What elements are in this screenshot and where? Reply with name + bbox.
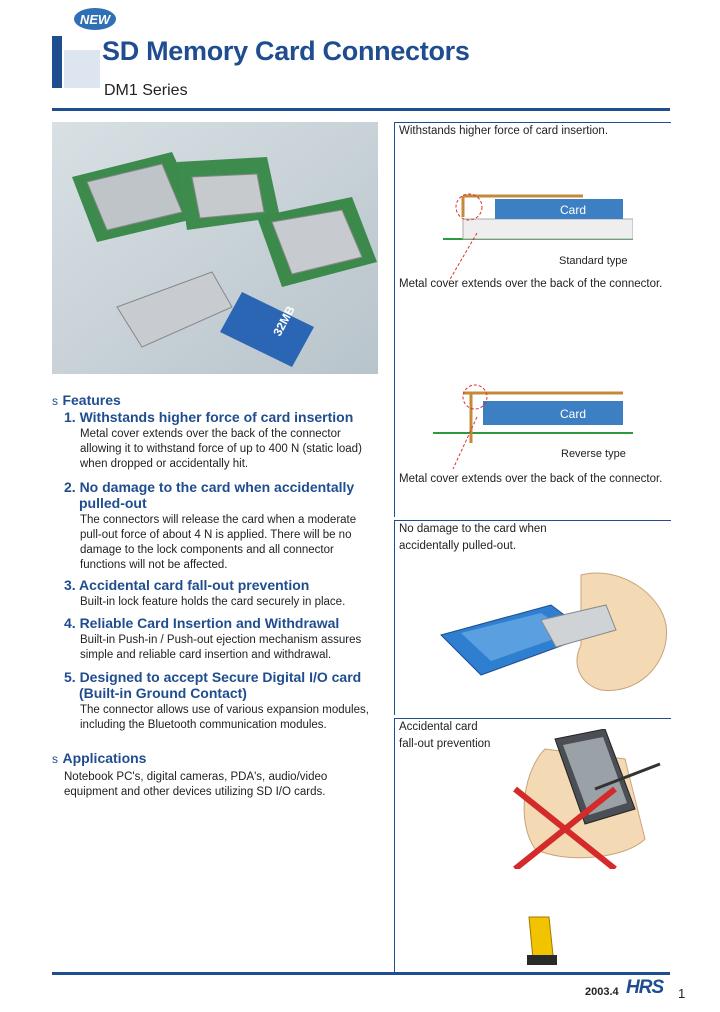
feature-title-cont: pulled-out	[79, 495, 147, 511]
features-heading-text: Features	[62, 392, 121, 408]
metal-cover-caption: Metal cover extends over the back of the…	[399, 473, 663, 485]
feature-body-line: Built-in lock feature holds the card sec…	[80, 596, 346, 608]
feature-body-line: Metal cover extends over the back of the…	[80, 428, 341, 440]
feature-4: 4. Reliable Card Insertion and Withdrawa…	[64, 615, 384, 663]
feature-body-line: damage to the lock components and all co…	[80, 544, 334, 556]
feature-title: 3. Accidental card fall-out prevention	[64, 577, 310, 593]
metal-cover-caption: Metal cover extends over the back of the…	[399, 278, 663, 290]
new-badge-text: NEW	[80, 12, 112, 27]
feature-title: 4. Reliable Card Insertion and Withdrawa…	[64, 615, 340, 631]
standard-type-label: Standard type	[559, 255, 628, 267]
footer-rule	[52, 972, 670, 975]
feature-body-line: when dropped or accidentally hit.	[80, 458, 249, 470]
standard-type-diagram: Card	[443, 193, 633, 240]
feature-title: 1. Withstands higher force of card inser…	[64, 409, 354, 425]
new-badge: NEW	[72, 6, 118, 32]
features-heading: s Features	[52, 392, 121, 410]
applications-line: Notebook PC's, digital cameras, PDA's, a…	[64, 771, 328, 783]
applications-heading: s Applications	[52, 750, 146, 768]
feature-body-line: allowing it to withstand force of up to …	[80, 443, 362, 455]
panel-caption: No damage to the card when accidentally …	[399, 521, 547, 555]
feature-body-line: The connectors will release the card whe…	[80, 514, 357, 526]
card-label: Card	[560, 203, 586, 217]
card-label: Card	[560, 407, 586, 421]
falling-card-icon	[527, 916, 557, 965]
panel-caption: Accidental card fall-out prevention	[399, 719, 490, 753]
caption-line: No damage to the card when	[399, 523, 547, 535]
caption-line: accidentally pulled-out.	[399, 540, 516, 552]
feature-1: 1. Withstands higher force of card inser…	[64, 409, 384, 472]
feature-title: 5. Designed to accept Secure Digital I/O…	[64, 669, 362, 685]
hrs-logo: HRS	[626, 977, 664, 998]
callout-arrow-icon	[452, 416, 478, 470]
feature-body-line: pull-out force of about 4 N is applied. …	[80, 529, 352, 541]
caption-line: fall-out prevention	[399, 738, 491, 750]
reverse-type-label: Reverse type	[561, 448, 626, 460]
feature-title-cont: (Built-in Ground Contact)	[79, 685, 247, 701]
series-name: DM1 Series	[104, 82, 188, 99]
section-bullet-icon: s	[52, 752, 58, 766]
feature-body-line: Built-in Push-in / Push-out ejection mec…	[80, 634, 362, 646]
caption-line: Accidental card	[399, 721, 478, 733]
callout-arrow-icon	[448, 232, 478, 282]
insertion-force-panel: Withstands higher force of card insertio…	[394, 122, 671, 517]
pull-out-illustration	[440, 572, 668, 691]
applications-line: equipment and other devices utilizing SD…	[64, 786, 326, 798]
header-accent-bar	[52, 36, 102, 88]
applications-body: Notebook PC's, digital cameras, PDA's, a…	[64, 770, 384, 800]
header-rule	[52, 108, 670, 111]
fall-out-panel: Accidental card fall-out prevention	[394, 718, 671, 973]
page-number: 1	[678, 986, 686, 1001]
section-bullet-icon: s	[52, 394, 58, 408]
feature-3: 3. Accidental card fall-out prevention B…	[64, 577, 384, 610]
pull-out-panel: No damage to the card when accidentally …	[394, 520, 671, 715]
panel-caption: Withstands higher force of card insertio…	[399, 125, 609, 137]
feature-body-line: functions will not be affected.	[80, 559, 228, 571]
feature-2: 2. No damage to the card when accidental…	[64, 479, 384, 573]
feature-5: 5. Designed to accept Secure Digital I/O…	[64, 669, 384, 733]
reverse-type-diagram: Card	[433, 384, 633, 443]
feature-body-line: including the Bluetooth communication mo…	[80, 719, 327, 731]
product-photo: 32MB	[52, 122, 378, 374]
feature-body-line: The connector allows use of various expa…	[80, 704, 369, 716]
page-title: SD Memory Card Connectors	[102, 36, 470, 66]
applications-heading-text: Applications	[62, 750, 147, 766]
footer-date: 2003.4	[585, 986, 619, 998]
feature-title: 2. No damage to the card when accidental…	[64, 479, 355, 495]
fall-out-illustration	[513, 729, 661, 869]
feature-body-line: simple and reliable card insertion and w…	[80, 649, 332, 661]
